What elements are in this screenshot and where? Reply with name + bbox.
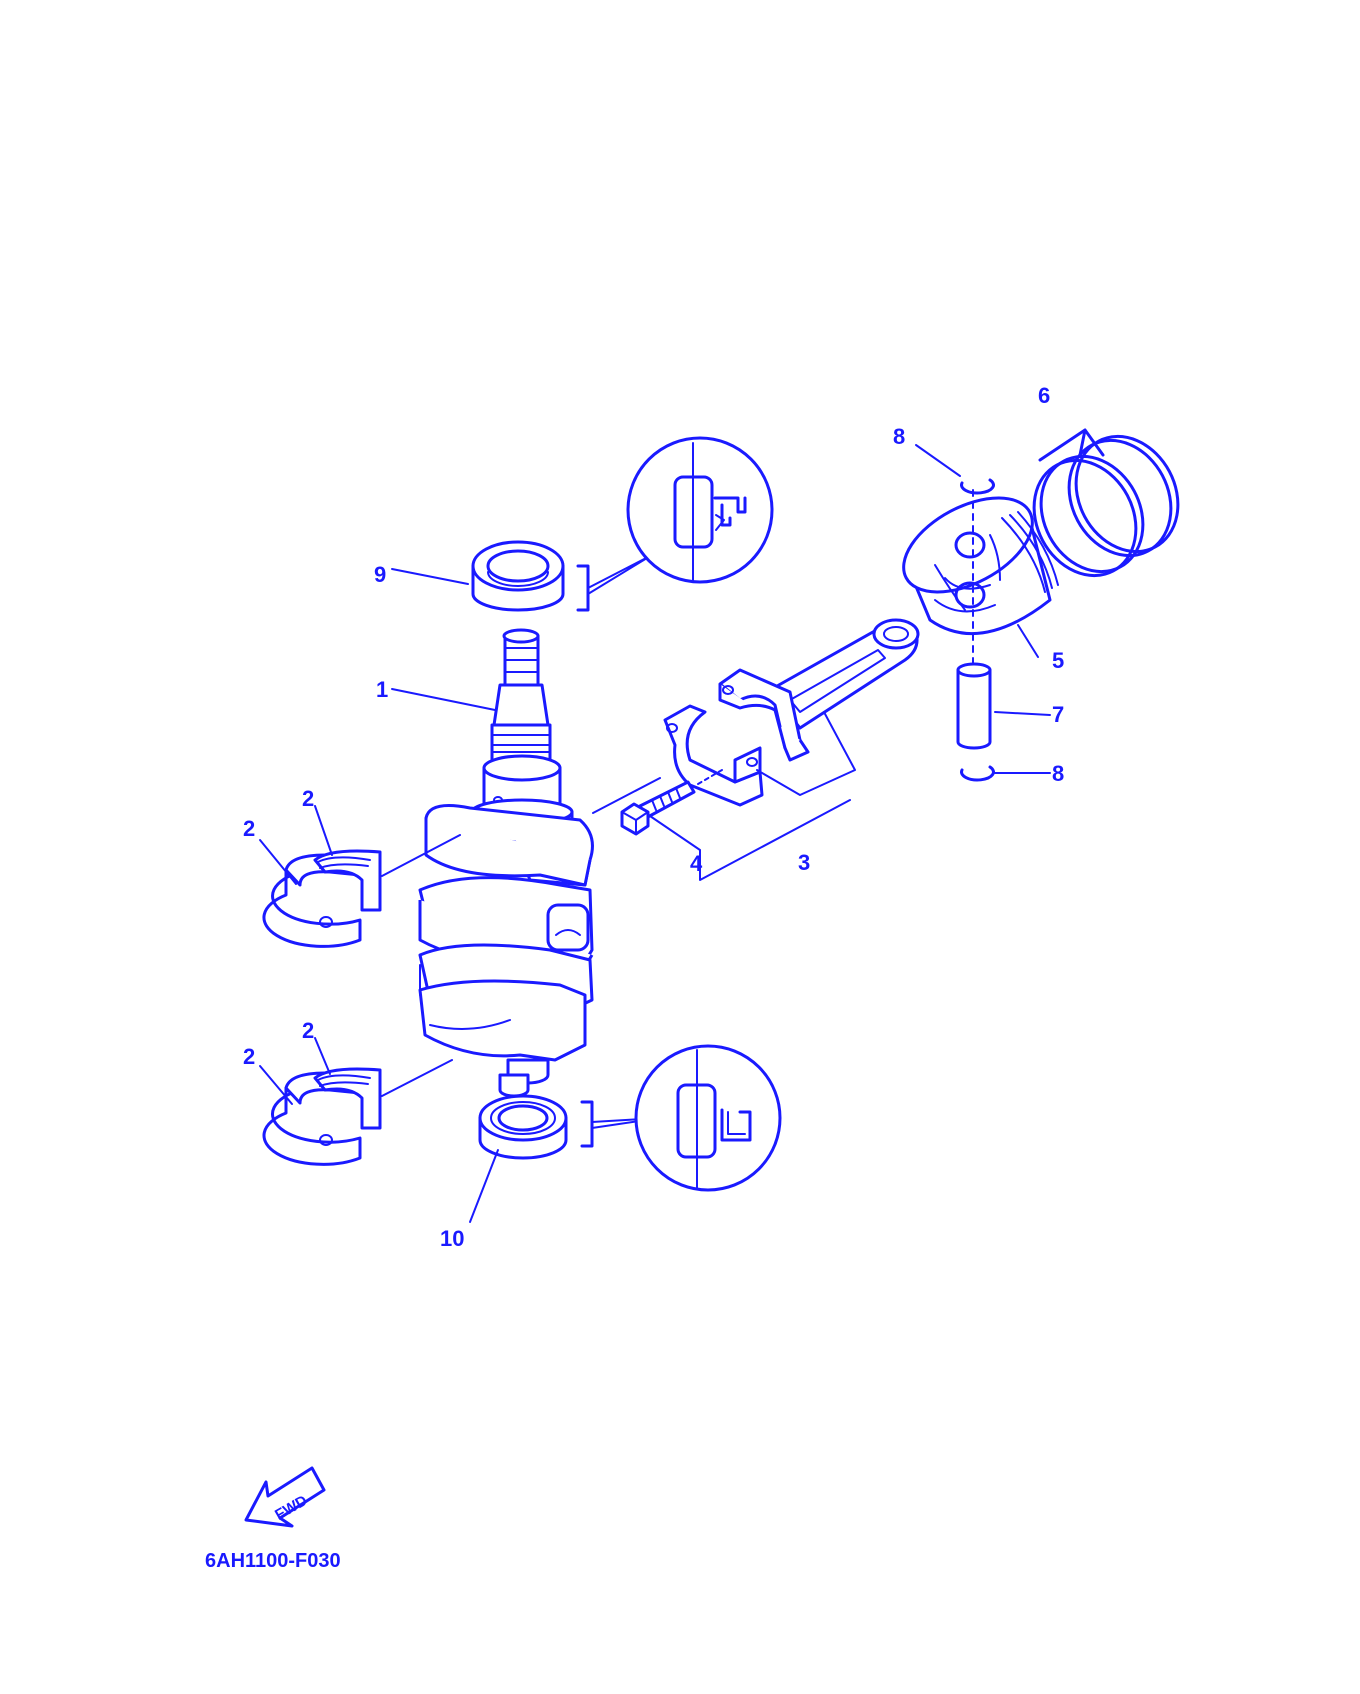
callout-9: 9 bbox=[374, 562, 386, 587]
leader-lines bbox=[259, 444, 1051, 1223]
callout-8: 8 bbox=[893, 424, 905, 449]
callout-10: 10 bbox=[440, 1226, 464, 1251]
callout-7: 7 bbox=[1052, 702, 1064, 727]
bolt-4 bbox=[620, 769, 723, 836]
fwd-arrow-icon: FWD bbox=[244, 1466, 326, 1528]
circlip-8-lower bbox=[960, 765, 995, 782]
piston-rings-6 bbox=[1032, 428, 1180, 578]
callout-2: 2 bbox=[243, 1044, 255, 1069]
callout-8: 8 bbox=[1052, 761, 1064, 786]
callout-1: 1 bbox=[376, 677, 388, 702]
callout-3: 3 bbox=[798, 850, 810, 875]
callout-6: 6 bbox=[1038, 383, 1050, 408]
callout-2: 2 bbox=[302, 1018, 314, 1043]
callout-2: 2 bbox=[243, 816, 255, 841]
circlip-8-upper bbox=[960, 478, 995, 495]
callout-2: 2 bbox=[302, 786, 314, 811]
seal-detail-circle-top bbox=[626, 436, 774, 584]
piston-pin-7 bbox=[956, 662, 992, 750]
seal-detail-circle-bottom bbox=[634, 1044, 782, 1192]
main-bearing-2-lower bbox=[262, 1067, 382, 1166]
seal-detail-bracket-bottom bbox=[580, 1100, 661, 1148]
main-bearing-2-upper bbox=[262, 849, 382, 948]
crankshaft-1 bbox=[418, 628, 594, 1098]
callout-5: 5 bbox=[1052, 648, 1064, 673]
callout-labels: 1 2 2 2 2 3 4 5 6 7 8 8 9 10 bbox=[243, 383, 1064, 1251]
oil-seal-10 bbox=[478, 1094, 568, 1160]
seal-detail-bracket-top bbox=[576, 554, 653, 612]
callout-4: 4 bbox=[690, 851, 703, 876]
connecting-rod-3 bbox=[592, 618, 920, 814]
oil-seal-9 bbox=[471, 540, 565, 612]
drawing-code: 6AH1100-F030 bbox=[205, 1550, 341, 1572]
